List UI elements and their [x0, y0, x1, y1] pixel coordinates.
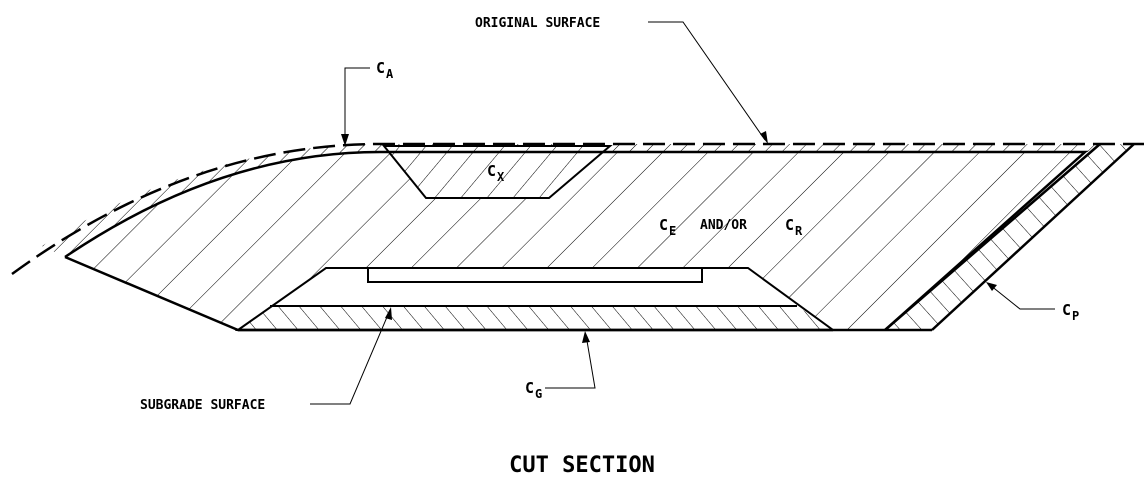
ca-label: CA: [376, 59, 394, 81]
cp-region: [885, 144, 1134, 330]
cg-region: [238, 306, 833, 330]
topsoil-boundary: [64, 150, 1089, 331]
arrow-subgrade: [385, 307, 392, 320]
leader-original-surface: [648, 21, 766, 141]
topsoil-strip-ca: [42, 144, 380, 257]
arrow-original-surface: [760, 131, 768, 144]
leader-subgrade: [310, 309, 391, 405]
ce-label: CE: [659, 216, 676, 238]
diagram-title: CUT SECTION: [509, 453, 655, 478]
leader-cg: [545, 334, 596, 389]
inner-slab: [367, 267, 703, 283]
cp-inner-edge: [884, 143, 1101, 331]
original-surface-label: ORIGINAL SURFACE: [475, 16, 600, 31]
arrow-cp: [986, 282, 997, 291]
and-or-label: AND/OR: [700, 218, 747, 233]
cg-label: CG: [525, 379, 542, 401]
cx-label: CX: [487, 162, 505, 184]
original-surface-line: [11, 142, 1144, 276]
cx-hatch: [381, 145, 613, 199]
cp-outer-edge: [931, 143, 1135, 331]
cp-label: CP: [1062, 301, 1079, 323]
leader-cp: [989, 284, 1055, 310]
leader-ca: [344, 67, 370, 144]
subgrade-surface-label: SUBGRADE SURFACE: [140, 398, 265, 413]
arrow-cg: [582, 331, 590, 343]
arrow-ca: [341, 134, 349, 146]
cr-label: CR: [785, 216, 803, 238]
